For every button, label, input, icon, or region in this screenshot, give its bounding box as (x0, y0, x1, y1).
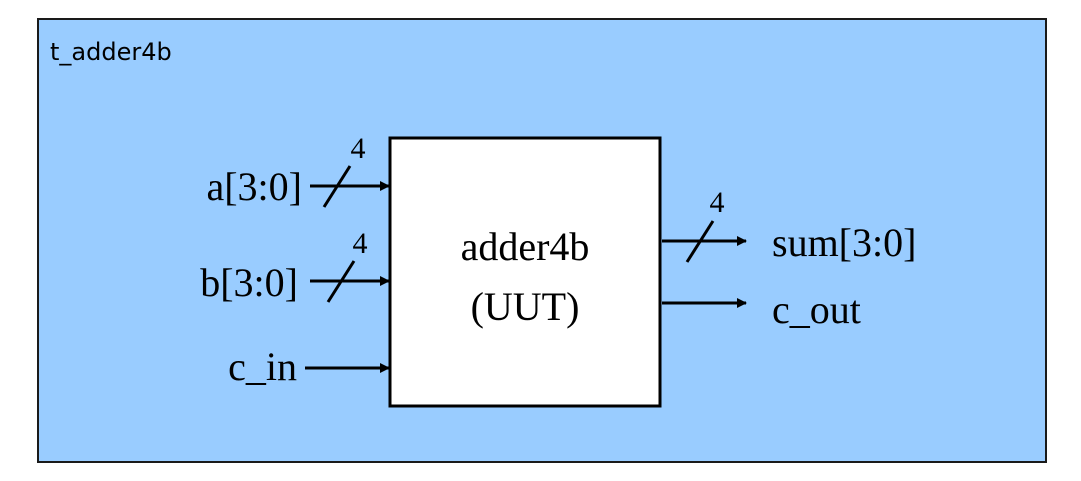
output-sum-label: sum[3:0] (772, 220, 916, 265)
input-b-bus-slash (326, 260, 356, 303)
output-sum-width: 4 (710, 186, 725, 219)
uut-block (388, 136, 662, 408)
input-a-label: a[3:0] (206, 164, 302, 209)
input-b-label: b[3:0] (200, 260, 298, 305)
input-a-bus-slash (322, 165, 352, 208)
input-a-width: 4 (351, 132, 366, 165)
input-c-in: c_in (228, 344, 390, 389)
input-c-in-label: c_in (228, 344, 297, 389)
testbench-name: t_adder4b (50, 38, 172, 66)
module-name: adder4b (461, 224, 590, 269)
input-b: b[3:0] 4 (200, 227, 390, 305)
input-a: a[3:0] 4 (206, 132, 390, 209)
output-sum-bus-slash (685, 220, 715, 263)
output-c-out: c_out (662, 287, 861, 332)
module-instance: (UUT) (471, 284, 580, 329)
input-b-width: 4 (353, 227, 368, 260)
output-c-out-label: c_out (772, 287, 861, 332)
output-sum: 4 sum[3:0] (662, 186, 916, 265)
